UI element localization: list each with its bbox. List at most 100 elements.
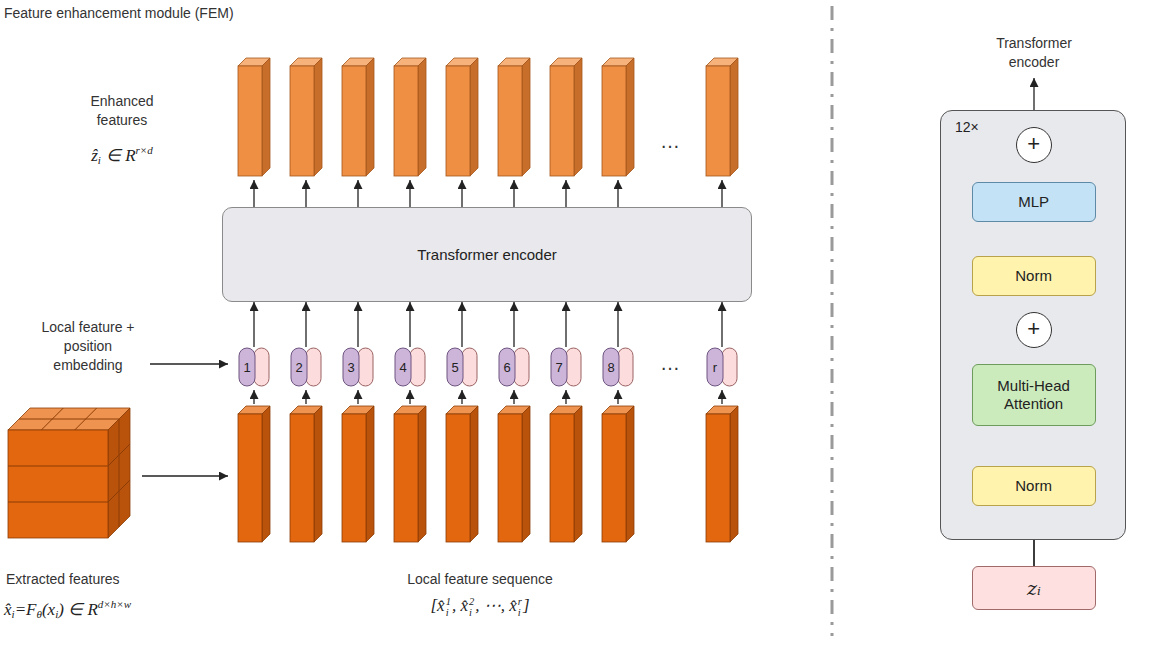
math-index: i xyxy=(446,607,451,618)
token-pills xyxy=(601,347,635,387)
math-symbol: , x̂ xyxy=(452,596,468,615)
ellipsis: … xyxy=(645,132,695,151)
norm-box: Norm xyxy=(972,256,1096,296)
output-arrow xyxy=(617,180,618,207)
position-embedding-pill xyxy=(410,348,425,386)
output-arrow xyxy=(461,180,462,207)
cube-block xyxy=(8,408,130,538)
box-front-face xyxy=(342,66,366,176)
token-embedding: 4 xyxy=(393,347,427,387)
math-symbol: , ⋯, x̂ xyxy=(475,596,517,615)
output-arrow xyxy=(721,180,722,207)
token-number: 1 xyxy=(239,347,255,387)
math-symbol: ∈ R xyxy=(106,146,136,165)
feature-arrow xyxy=(617,390,618,404)
position-embedding-pill xyxy=(358,348,373,386)
token-embedding: 6 xyxy=(497,347,531,387)
index-stack: 1i xyxy=(446,596,451,618)
add-circle: + xyxy=(1016,312,1052,348)
token-embedding: 3 xyxy=(341,347,375,387)
position-embedding-pill xyxy=(306,348,321,386)
arrows xyxy=(142,78,1034,476)
connector-arrow xyxy=(357,302,358,347)
index-stack: ri xyxy=(518,596,522,618)
input-token-box: zᵢ xyxy=(972,566,1096,610)
node-text: Multi-Head Attention xyxy=(979,377,1089,413)
box-side-face xyxy=(626,406,634,542)
index-stack: 2i xyxy=(469,596,474,618)
box-front-face xyxy=(446,66,470,176)
enhanced-feature-box xyxy=(342,58,374,176)
enhanced-feature-box xyxy=(394,58,426,176)
token-pills xyxy=(549,347,583,387)
input-label: Local feature + position embedding xyxy=(40,318,136,375)
output-arrow xyxy=(565,180,566,207)
box-side-face xyxy=(574,406,582,542)
token-embedding: 2 xyxy=(289,347,323,387)
enhanced-feature-box xyxy=(706,58,738,176)
connector-arrow xyxy=(305,302,306,347)
math-symbol: θ xyxy=(36,608,41,620)
encoder-layer-stack: +MLPNorm+Multi-Head AttentionNorm12× xyxy=(940,110,1126,540)
token-embedding: 8 xyxy=(601,347,635,387)
local-feature-box xyxy=(498,406,530,542)
local-feature-box xyxy=(446,406,478,542)
token-number: r xyxy=(707,347,723,387)
local-feature-box xyxy=(550,406,582,542)
local-feature-pill xyxy=(447,348,463,386)
enhanced-feature-box xyxy=(290,58,322,176)
connector-arrow xyxy=(513,302,514,347)
box-front-face xyxy=(290,66,314,176)
local-feature-pill xyxy=(395,348,411,386)
local-feature-box xyxy=(394,406,426,542)
box-front-face xyxy=(446,414,470,542)
math-symbol: [x̂ xyxy=(430,596,444,615)
connector-arrow xyxy=(461,302,462,347)
math-index: r xyxy=(518,596,522,607)
box-front-face xyxy=(290,414,314,542)
node-text: Norm xyxy=(1015,267,1052,285)
panel-title: Feature enhancement module (FEM) xyxy=(4,4,234,23)
token-pills xyxy=(497,347,531,387)
feature-arrow xyxy=(513,390,514,404)
token-pills xyxy=(393,347,427,387)
math-formula: ẑi∈ Rr×d xyxy=(91,144,153,167)
attention-box: Multi-Head Attention xyxy=(972,364,1096,426)
node-text: Transformer encoder xyxy=(417,246,557,264)
token-pills xyxy=(289,347,323,387)
math-symbol: (x xyxy=(42,600,55,619)
math-formula: [x̂1i, x̂2i, ⋯, x̂ri] xyxy=(430,596,529,618)
math-index: 1 xyxy=(446,596,451,607)
local-feature-pill xyxy=(291,348,307,386)
token-pills xyxy=(341,347,375,387)
position-embedding-pill xyxy=(514,348,529,386)
output-label: Enhanced features xyxy=(78,92,166,130)
token-pills xyxy=(445,347,479,387)
feature-arrow xyxy=(565,390,566,404)
local-feature-pill xyxy=(551,348,567,386)
box-side-face xyxy=(108,408,130,538)
feature-arrow xyxy=(305,390,306,404)
token-number: 6 xyxy=(499,347,515,387)
ellipsis: … xyxy=(645,354,695,373)
box-front-face xyxy=(706,66,730,176)
enhanced-feature-row xyxy=(238,58,738,176)
enhanced-feature-box xyxy=(602,58,634,176)
math-symbol: d×h×w xyxy=(98,598,131,610)
output-arrow xyxy=(357,180,358,207)
enhanced-feature-box xyxy=(550,58,582,176)
math-formula: x̂i=Fθ(xi) ∈ Rd×h×w xyxy=(4,598,131,621)
box-side-face xyxy=(730,406,738,542)
input-label: Extracted features xyxy=(6,570,166,589)
math-index: 2 xyxy=(469,596,474,607)
box-side-face xyxy=(470,58,478,176)
split-arrow xyxy=(142,475,228,476)
feature-arrow xyxy=(721,390,722,404)
box-side-face xyxy=(366,406,374,542)
cube-grid-line xyxy=(119,419,120,527)
feature-arrow xyxy=(253,390,254,404)
node-text: Norm xyxy=(1015,477,1052,495)
box-side-face xyxy=(626,58,634,176)
position-embedding-pill xyxy=(462,348,477,386)
repeat-count: 12× xyxy=(955,119,979,135)
